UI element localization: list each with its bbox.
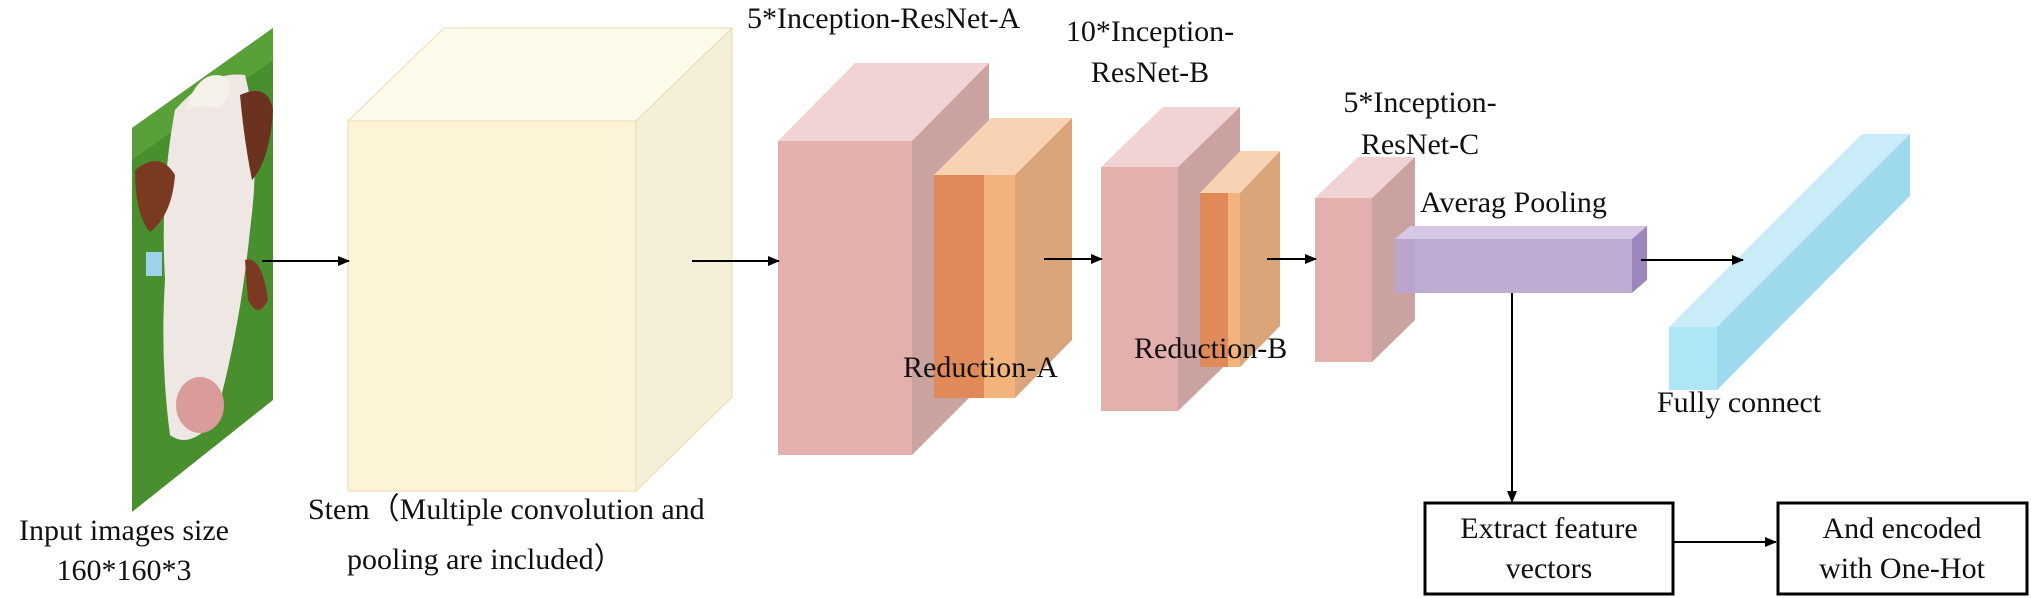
onehot-box xyxy=(1776,501,2029,596)
flow-arrows xyxy=(262,254,1777,547)
inception-a-label: 5*Inception-ResNet-A xyxy=(747,2,1021,35)
inception-resnet-c-block xyxy=(1315,157,1415,362)
input-label-line1: Input images size xyxy=(19,514,229,547)
reduction-a-label: Reduction-A xyxy=(903,351,1058,384)
inception-b-label-line2: ResNet-B xyxy=(1091,56,1209,89)
extract-box-line1: Extract feature xyxy=(1460,512,1637,545)
stem-label-line1: Stem（Multiple convolution and xyxy=(308,493,705,526)
fully-connect-block xyxy=(1669,134,1910,390)
fully-connect-label: Fully connect xyxy=(1657,386,1822,419)
avg-pooling-block xyxy=(1395,226,1647,293)
extract-feature-box xyxy=(1423,501,1675,596)
stem-block xyxy=(346,26,734,493)
onehot-box-line1: And encoded xyxy=(1822,512,1981,545)
avg-pooling-label: Averag Pooling xyxy=(1420,186,1607,219)
reduction-a-block xyxy=(934,118,1072,398)
inception-c-label-line1: 5*Inception- xyxy=(1343,86,1496,119)
reduction-b-label: Reduction-B xyxy=(1134,332,1287,365)
stem-label-line2: pooling are included） xyxy=(347,543,624,576)
extract-box-line2: vectors xyxy=(1506,552,1593,585)
onehot-box-line2: with One-Hot xyxy=(1819,552,1985,585)
input-image xyxy=(132,28,273,512)
reduction-b-block xyxy=(1200,151,1280,367)
inception-c-label-line2: ResNet-C xyxy=(1361,128,1479,161)
input-label-line2: 160*160*3 xyxy=(57,554,192,587)
inception-b-label-line1: 10*Inception- xyxy=(1066,15,1234,48)
